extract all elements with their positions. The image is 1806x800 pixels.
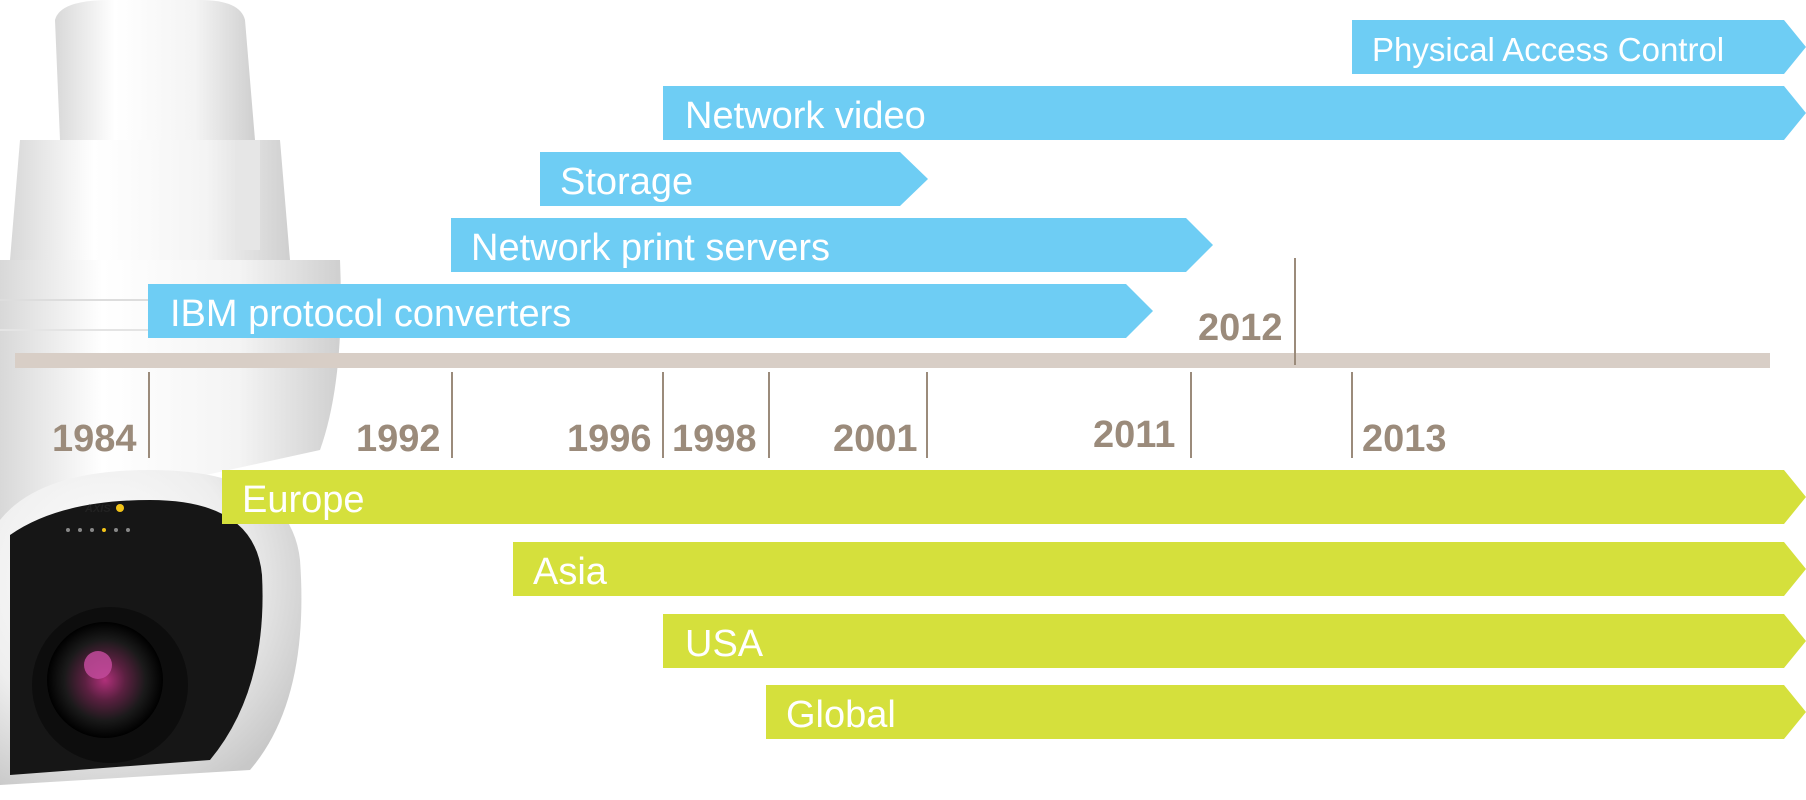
camera-brand-logo: AXIS xyxy=(84,503,111,515)
product-arrow-network-video: Network video xyxy=(663,86,1806,140)
arrow-label: Global xyxy=(786,694,896,736)
product-arrow-physical-access-control: Physical Access Control xyxy=(1352,20,1806,74)
arrow-shape xyxy=(148,284,1153,338)
market-arrow-asia: Asia xyxy=(513,542,1806,596)
year-1998: 1998 xyxy=(672,418,757,460)
year-2012: 2012 xyxy=(1198,307,1283,349)
product-arrow-network-print-servers: Network print servers xyxy=(451,218,1213,272)
arrow-label: Europe xyxy=(242,479,365,521)
year-1992: 1992 xyxy=(356,418,441,460)
arrow-shape xyxy=(513,542,1806,596)
camera-illustration: AXIS xyxy=(0,0,345,785)
arrow-shape xyxy=(222,470,1806,524)
year-2001: 2001 xyxy=(833,418,918,460)
market-arrow-global: Global xyxy=(766,685,1806,739)
arrow-shape xyxy=(540,152,928,206)
arrow-shape xyxy=(766,685,1806,739)
arrow-shape xyxy=(663,614,1806,668)
arrow-shape xyxy=(663,86,1806,140)
arrow-label: IBM protocol converters xyxy=(170,293,571,335)
market-arrow-europe: Europe xyxy=(222,470,1806,524)
arrow-shape xyxy=(1352,20,1806,74)
camera-lens-highlight xyxy=(84,651,112,679)
camera-brand-dot xyxy=(116,504,124,512)
arrow-label: Network print servers xyxy=(471,227,830,269)
arrow-label: Network video xyxy=(685,95,926,137)
year-1984: 1984 xyxy=(52,418,137,460)
year-2011: 2011 xyxy=(1093,414,1175,456)
year-1996: 1996 xyxy=(567,418,652,460)
camera-lens xyxy=(47,622,163,738)
camera-upper-housing xyxy=(10,140,290,260)
camera-side-panel xyxy=(235,140,260,250)
product-arrow-storage: Storage xyxy=(540,152,928,206)
market-arrow-usa: USA xyxy=(663,614,1806,668)
arrow-shape xyxy=(451,218,1213,272)
year-2013: 2013 xyxy=(1362,418,1447,460)
arrow-label: Asia xyxy=(533,551,608,593)
arrow-label: USA xyxy=(685,623,764,665)
product-arrow-ibm-protocol-converters: IBM protocol converters xyxy=(148,284,1153,338)
arrow-label: Physical Access Control xyxy=(1372,31,1724,68)
camera-status-dots xyxy=(66,528,130,532)
camera-mount xyxy=(55,0,255,140)
year-ticks xyxy=(148,258,1353,458)
arrow-label: Storage xyxy=(560,161,693,203)
timeline-axis xyxy=(15,353,1770,368)
